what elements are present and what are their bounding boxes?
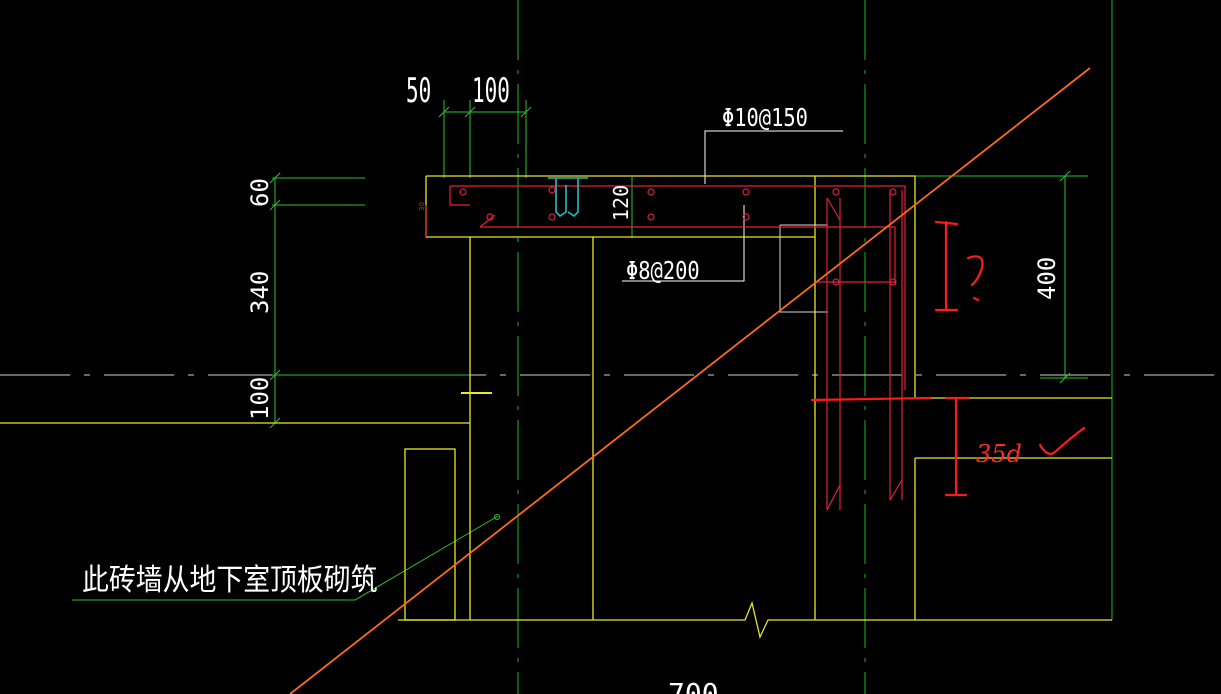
markup-anchorage: 35d: [976, 440, 1022, 468]
stirrup-hook: [548, 177, 588, 218]
dim-small-tag: 30: [418, 202, 426, 211]
rebar-leaders: [622, 130, 843, 282]
dim-bottom: 700: [668, 677, 719, 694]
dim-left-middle: 340: [246, 271, 274, 314]
rebar-callout-lower: Φ8@200: [626, 257, 700, 286]
dimension-lines: [72, 100, 1088, 601]
markup-annotations: [810, 220, 1086, 497]
dim-top-right: 100: [472, 71, 510, 111]
section-cut-line: [289, 67, 1091, 694]
dim-slab-thickness: 120: [609, 185, 633, 221]
dim-right-height: 400: [1033, 257, 1061, 300]
rebar-lines: [425, 185, 906, 511]
inner-lines: [779, 224, 828, 313]
dim-top-left: 50: [406, 71, 431, 111]
rebar-callout-top: Φ10@150: [722, 104, 808, 133]
rebar-dots: [459, 186, 897, 286]
dim-left-lower: 100: [246, 377, 274, 420]
brick-wall-note: 此砖墙从地下室顶板砌筑: [82, 561, 378, 597]
dim-left-upper: 60: [246, 178, 274, 207]
